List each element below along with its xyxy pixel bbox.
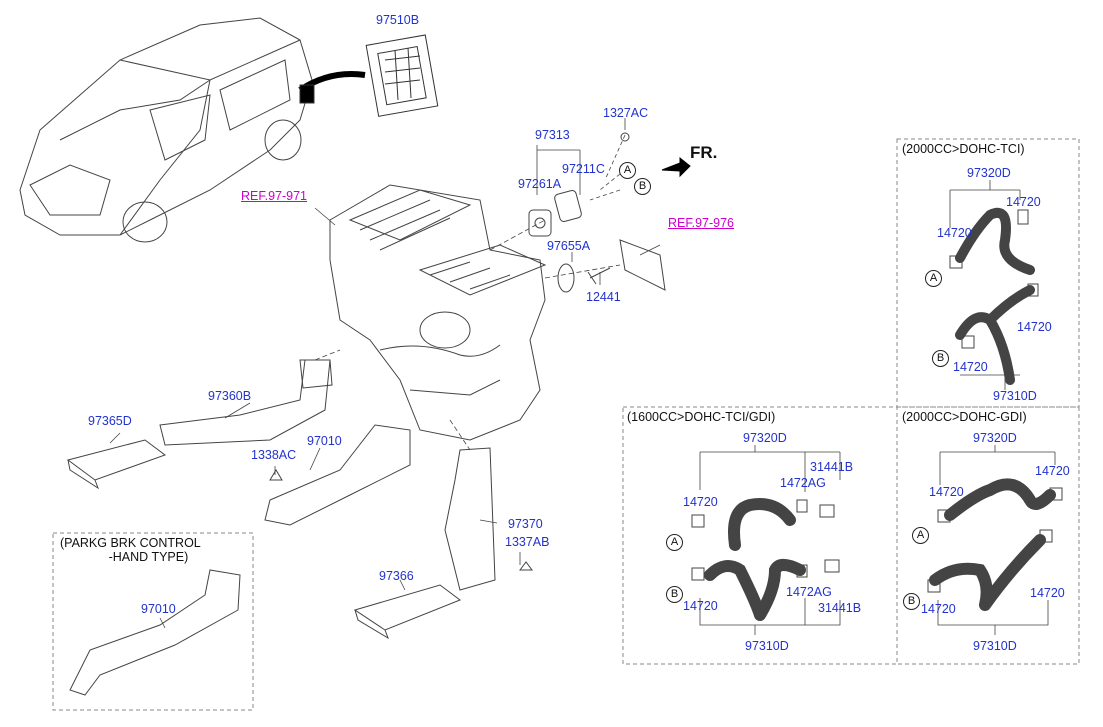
marker-a-tci: A: [925, 270, 942, 287]
label-g16-97310D[interactable]: 97310D: [745, 639, 789, 653]
panel-title-2000-tci: (2000CC>DOHC-TCI): [902, 142, 1025, 156]
cabin-air-filter: [365, 34, 439, 117]
panel-title-1600-tci-gdi: (1600CC>DOHC-TCI/GDI): [627, 410, 776, 424]
label-97010-main[interactable]: 97010: [307, 434, 342, 448]
hoses-1600-tci-gdi: [691, 445, 841, 635]
duct-97010-hand-type: [69, 569, 241, 696]
small-parts: [269, 132, 666, 571]
label-g16-97320D[interactable]: 97320D: [743, 431, 787, 445]
label-t1-14720-a[interactable]: 14720: [1006, 195, 1041, 209]
hoses-2000-gdi: [927, 445, 1063, 635]
panel-title-parking-brake: (PARKG BRK CONTROL -HAND TYPE): [60, 536, 201, 565]
panel-frame-parking-brake: [52, 532, 254, 711]
label-g16-31441B-a[interactable]: 31441B: [810, 460, 854, 474]
label-1337AB[interactable]: 1337AB: [505, 535, 550, 549]
label-g20-14720-d[interactable]: 14720: [921, 602, 956, 616]
label-g16-1472AG-b[interactable]: 1472AG: [786, 585, 832, 599]
label-97366[interactable]: 97366: [379, 569, 414, 583]
label-97010-inset[interactable]: 97010: [141, 602, 176, 616]
marker-a-gdi: A: [912, 527, 929, 544]
marker-b-1600: B: [666, 586, 683, 603]
duct-97366: [353, 584, 462, 640]
label-g16-1472AG-a[interactable]: 1472AG: [780, 476, 826, 490]
label-97510B[interactable]: 97510B: [376, 13, 420, 27]
marker-b-main: B: [634, 178, 651, 195]
marker-b-tci: B: [932, 350, 949, 367]
label-97313[interactable]: 97313: [535, 128, 570, 142]
label-97370[interactable]: 97370: [508, 517, 543, 531]
panel-frame-1600-tci-gdi: [622, 406, 898, 665]
label-97365D[interactable]: 97365D: [88, 414, 132, 428]
vehicle-outline: [19, 17, 313, 243]
marker-b-gdi: B: [903, 593, 920, 610]
label-g20-14720-a[interactable]: 14720: [1035, 464, 1070, 478]
label-t1-97310D[interactable]: 97310D: [993, 389, 1037, 403]
reference-97-976[interactable]: REF.97-976: [668, 216, 735, 230]
label-97360B[interactable]: 97360B: [208, 389, 252, 403]
label-g20-97310D[interactable]: 97310D: [973, 639, 1017, 653]
label-g20-14720-c[interactable]: 14720: [1030, 586, 1065, 600]
label-t1-14720-b[interactable]: 14720: [937, 226, 972, 240]
label-g16-14720-a[interactable]: 14720: [683, 495, 718, 509]
marker-a-1600: A: [666, 534, 683, 551]
label-97261A[interactable]: 97261A: [518, 177, 562, 191]
marker-a-main: A: [619, 162, 636, 179]
label-1327AC[interactable]: 1327AC: [603, 106, 649, 120]
label-97655A[interactable]: 97655A: [547, 239, 591, 253]
label-t1-97320D[interactable]: 97320D: [967, 166, 1011, 180]
label-1338AC[interactable]: 1338AC: [251, 448, 297, 462]
reference-97-971[interactable]: REF.97-971: [241, 189, 308, 203]
label-g20-14720-b[interactable]: 14720: [929, 485, 964, 499]
label-g16-14720-b[interactable]: 14720: [683, 599, 718, 613]
panel-title-2000-gdi: (2000CC>DOHC-GDI): [902, 410, 1027, 424]
front-direction-arrow: [661, 156, 691, 178]
label-t1-14720-d[interactable]: 14720: [953, 360, 988, 374]
label-12441[interactable]: 12441: [586, 290, 621, 304]
label-t1-14720-c[interactable]: 14720: [1017, 320, 1052, 334]
label-97211C[interactable]: 97211C: [562, 162, 605, 176]
duct-97370: [444, 447, 496, 591]
duct-97365D: [66, 439, 167, 490]
panel-frame-2000-gdi: [896, 406, 1080, 665]
hoses-2000-tci: [949, 180, 1039, 390]
duct-97360B: [159, 359, 333, 446]
heater-ac-unit: [329, 184, 547, 441]
label-g20-97320D[interactable]: 97320D: [973, 431, 1017, 445]
label-g16-31441B-b[interactable]: 31441B: [818, 601, 862, 615]
front-direction-label: FR.: [690, 143, 718, 162]
duct-97010: [264, 424, 411, 526]
